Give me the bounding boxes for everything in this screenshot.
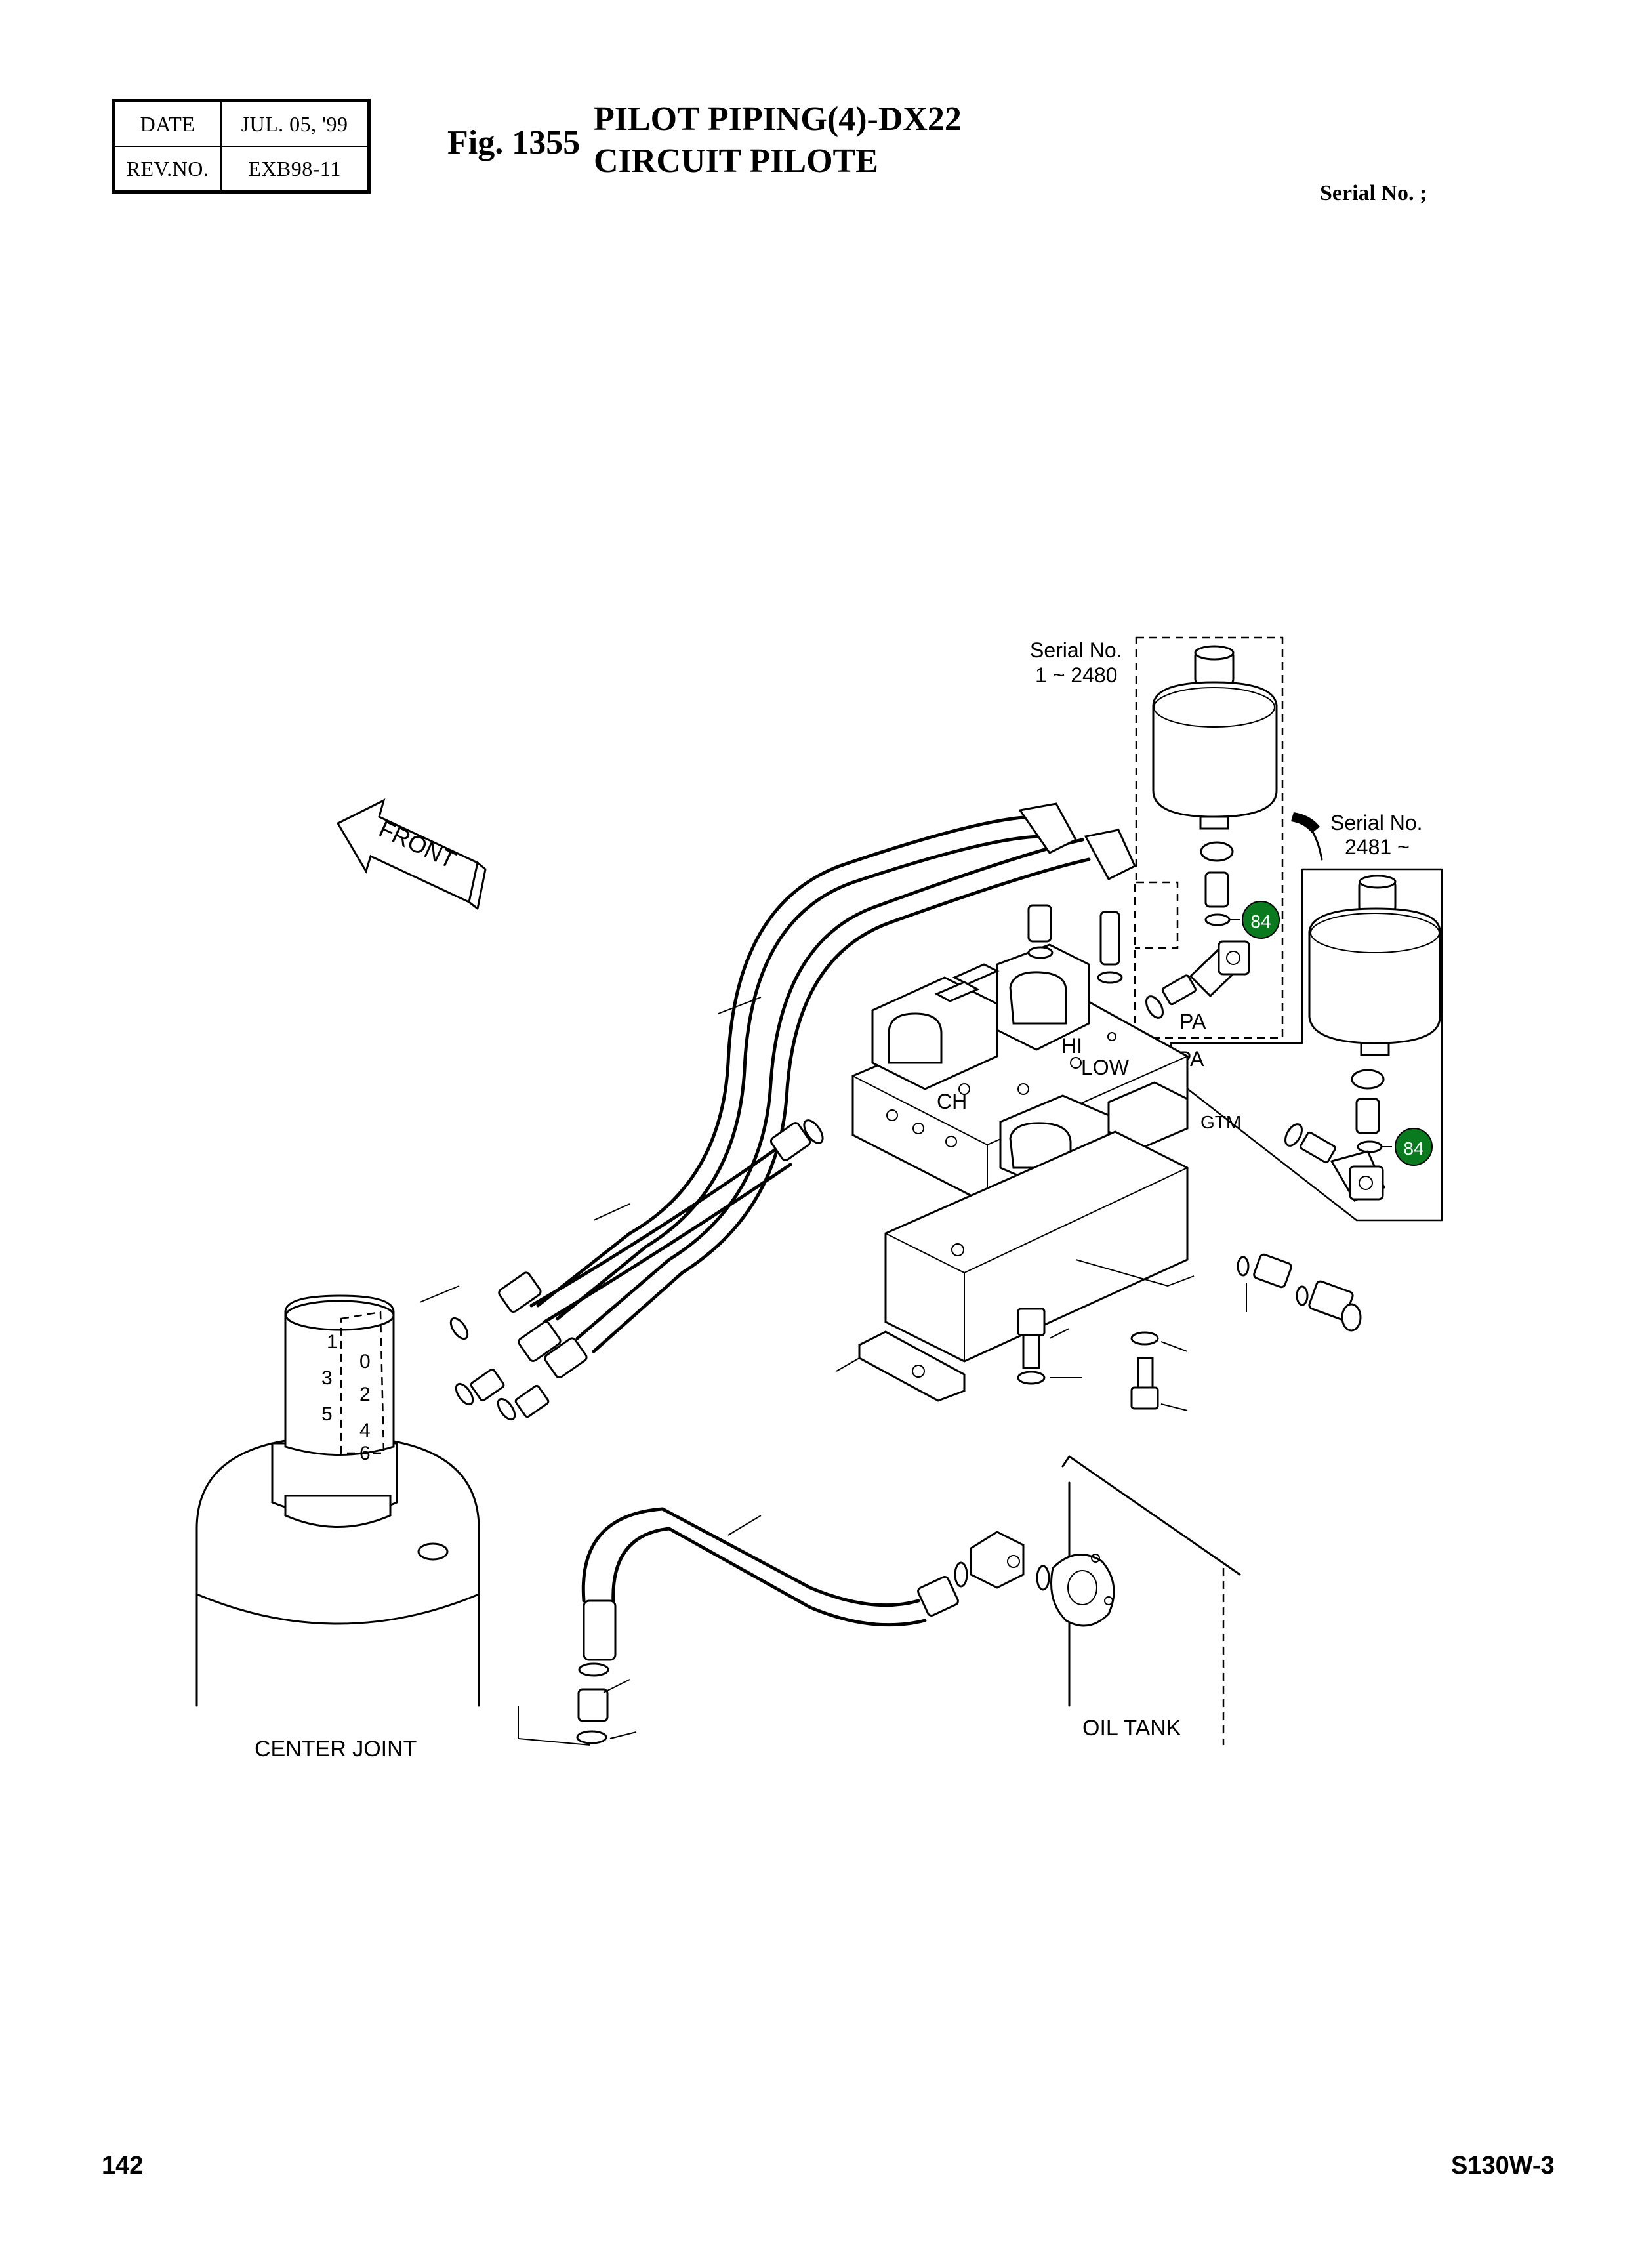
callout-84-new-label: 84 [1403,1138,1423,1159]
valve-top-fittings [1027,904,1123,1041]
leader-lines [419,997,1247,1746]
accumulator-new [1308,875,1441,1056]
pilot-hoses [449,802,1136,1421]
port-ch: CH [937,1090,967,1113]
serial-old-label-line2: 1 ~ 2480 [1035,663,1117,687]
revision-table: DATE JUL. 05, '99 REV.NO. EXB98-11 [112,99,371,194]
elbow-pa-new [1284,1123,1385,1202]
center-joint: 1 0 3 2 5 4 6 CENTER JOINT [195,1294,480,1762]
callout-84-old-label: 84 [1250,911,1271,932]
figure-title-french: CIRCUIT PILOTE [594,142,878,180]
date-value: JUL. 05, '99 [220,100,370,147]
solenoid-valve-block: CH HI LOW [851,943,1189,1205]
front-arrow: FRONT [336,798,487,910]
date-label: DATE [112,100,222,147]
callout-84-old: 84 [1230,901,1280,939]
center-joint-port-1: 1 [327,1331,338,1353]
port-low: LOW [1081,1056,1130,1079]
bolts-and-washers [1017,1308,1159,1410]
drain-line [576,1507,1050,1744]
accumulator-new-group: PA GTM [1170,868,1443,1222]
adapter-old [1204,871,1229,908]
port-hi: HI [1061,1034,1082,1058]
serial-number-header: Serial No. ; [1320,181,1427,205]
port-pa-old: PA [1179,1010,1206,1033]
center-joint-port-4: 4 [359,1420,371,1441]
center-joint-port-6: 6 [359,1443,371,1464]
mounting-bracket [858,1130,1195,1402]
center-joint-port-2: 2 [359,1384,371,1405]
elbow-pa-old [1145,940,1250,1019]
drain-hose-end [583,1599,617,1661]
figure-title-english: PILOT PIPING(4)-DX22 [594,100,962,138]
adapter-new [1355,1098,1380,1134]
center-joint-port-0: 0 [359,1351,371,1372]
serial-new-label-line1: Serial No. [1330,811,1423,835]
port-gtm: GTM [1200,1112,1241,1132]
figure-number: Fig. 1355 [447,124,581,161]
accumulator-old [1152,645,1278,830]
center-joint-port-3: 3 [321,1367,333,1389]
callout-84-new: 84 [1382,1128,1433,1166]
oil-tank: OIL TANK [1050,1455,1241,1745]
page-number: 142 [102,2152,144,2179]
o-ring-new [1357,1140,1383,1153]
revision-value: EXB98-11 [220,146,370,193]
revision-row: REV.NO. EXB98-11 [112,146,370,193]
center-joint-label: CENTER JOINT [255,1737,417,1762]
date-row: DATE JUL. 05, '99 [112,100,370,147]
serial-old-label-line1: Serial No. [1030,638,1122,662]
gtm-fittings [1237,1253,1362,1332]
seal-ring-old [1200,841,1234,862]
serial-new-label-line2: 2481 ~ [1345,835,1410,859]
revision-label: REV.NO. [112,146,222,193]
accumulator-old-group: PA [1134,636,1284,1039]
oil-tank-label: OIL TANK [1082,1716,1181,1741]
o-ring-old [1204,913,1231,926]
serial-pointer-tip [1291,812,1320,833]
seal-ring-new [1351,1069,1385,1090]
center-joint-port-5: 5 [321,1403,333,1425]
model-number: S130W-3 [1451,2152,1555,2179]
